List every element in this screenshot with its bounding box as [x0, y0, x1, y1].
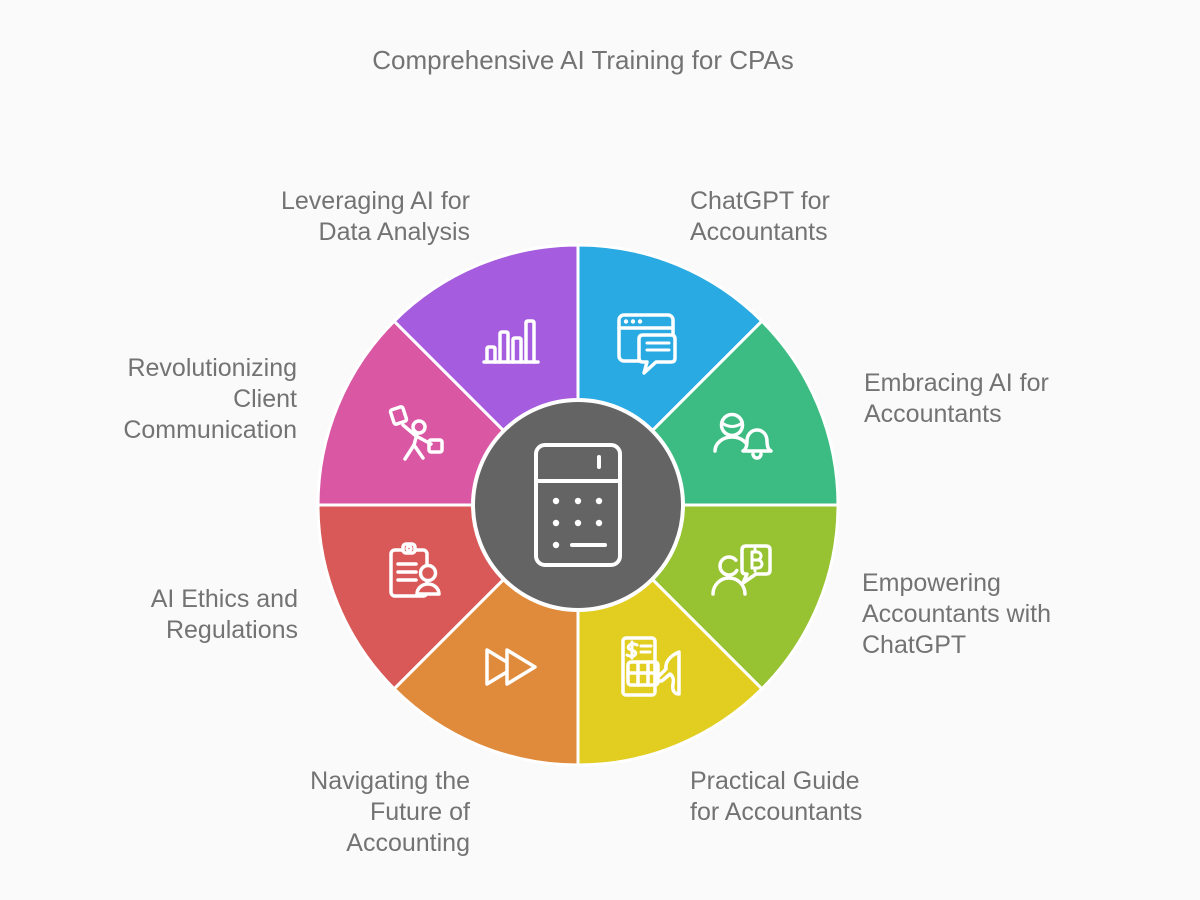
browser-chat-icon: [617, 313, 677, 375]
bar-chart-icon: [482, 319, 540, 364]
center-hub: [471, 398, 685, 612]
person-bell-icon: [713, 412, 773, 460]
label-ai-ethics: AI Ethics and Regulations: [150, 585, 298, 644]
clipboard-person-icon: [389, 542, 441, 598]
page-title: Comprehensive AI Training for CPAs: [372, 45, 794, 75]
label-practical-guide: Practical Guide for Accountants: [690, 767, 863, 826]
label-revolutionizing-communication: Revolutionizing Client Communication: [123, 354, 297, 444]
invoice-hand-icon: [621, 636, 681, 697]
person-flag-icon: [388, 405, 444, 461]
label-leveraging-ai: Leveraging AI for Data Analysis: [280, 187, 470, 246]
person-chat-b-icon: [711, 544, 772, 596]
label-chatgpt-for-accountants: ChatGPT for Accountants: [690, 187, 830, 246]
label-empowering-accountants: Empowering Accountants with ChatGPT: [862, 569, 1051, 659]
calculator-icon: [534, 443, 622, 567]
label-embracing-ai: Embracing AI for Accountants: [864, 369, 1049, 428]
label-navigating-future: Navigating the Future of Accounting: [310, 767, 470, 857]
fast-forward-icon: [485, 648, 537, 686]
